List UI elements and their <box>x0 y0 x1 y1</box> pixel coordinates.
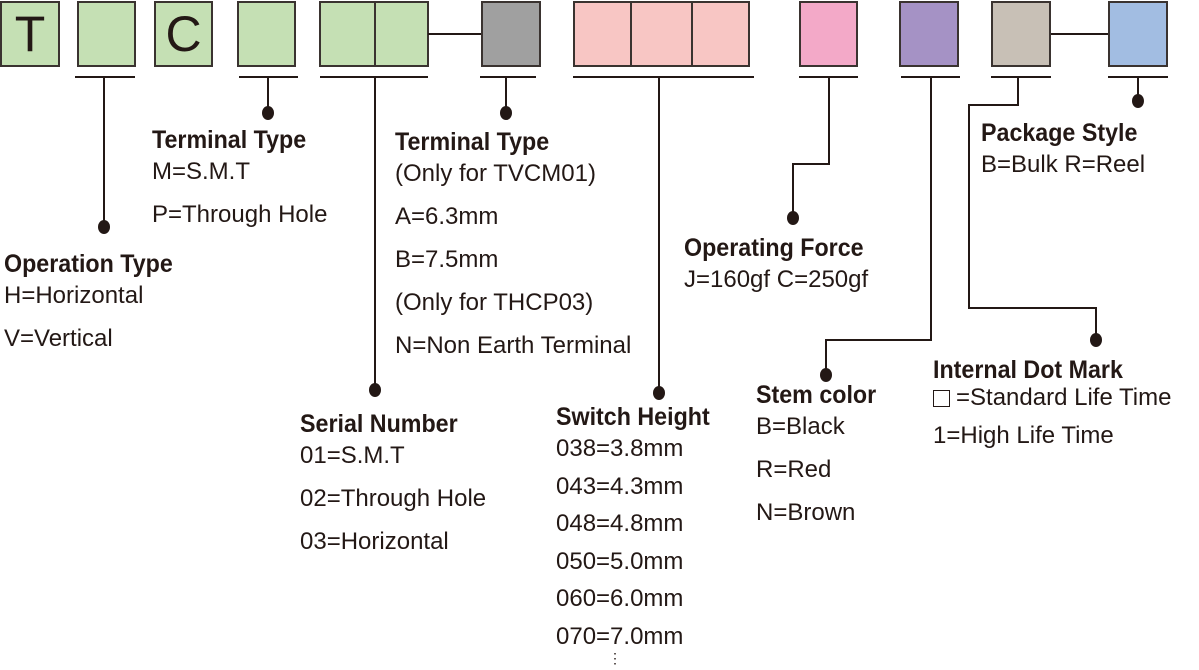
legend-title: Operation Type <box>4 250 173 278</box>
legend-line: N=Non Earth Terminal <box>395 332 632 359</box>
code-box-14 <box>1108 1 1168 67</box>
code-box-1: T <box>0 1 60 67</box>
legend-line: 050=5.0mm <box>556 547 684 575</box>
legend-title: Terminal Type <box>395 128 550 156</box>
code-box-7 <box>481 1 541 67</box>
serial-number-legend: Serial Number 01=S.M.T 02=Through Hole 0… <box>300 410 486 563</box>
legend-line: B=Black <box>756 413 845 440</box>
internal-dot-mark-legend: Internal Dot Mark =Standard Life Time 1=… <box>933 356 1171 454</box>
switch-height-legend: Switch Height 038=3.8mm 043=4.3mm 048=4.… <box>556 403 721 665</box>
legend-line-text: =Standard Life Time <box>956 384 1172 411</box>
legend-line: (Only for THCP03) <box>395 289 594 316</box>
code-box-11 <box>799 1 858 67</box>
blank-square-icon <box>933 390 950 407</box>
legend-line: P=Through Hole <box>152 201 328 228</box>
code-box-9 <box>629 1 694 67</box>
legend-line: B=7.5mm <box>395 246 499 273</box>
legend-line: 060=6.0mm <box>556 585 684 612</box>
legend-title: Stem color <box>756 381 877 409</box>
legend-line: (Only for TVCM01) <box>395 160 596 187</box>
legend-line: N=Brown <box>756 499 856 526</box>
code-box-13 <box>991 1 1051 67</box>
legend-line: V=Vertical <box>4 325 113 352</box>
legend-title: Package Style <box>981 119 1138 147</box>
code-box-6 <box>373 1 429 67</box>
legend-title: Internal Dot Mark <box>933 356 1123 384</box>
legend-line: 038=3.8mm <box>556 435 684 462</box>
code-box-5 <box>319 1 376 67</box>
legend-line: 02=Through Hole <box>300 485 487 512</box>
code-box-2 <box>77 1 136 67</box>
legend-line: B=Bulk R=Reel <box>981 151 1146 178</box>
package-style-legend: Package Style B=Bulk R=Reel <box>981 119 1149 186</box>
terminal-type-legend: Terminal Type M=S.M.T P=Through Hole <box>152 126 327 236</box>
legend-title: Terminal Type <box>152 126 307 154</box>
legend-title: Serial Number <box>300 410 458 438</box>
legend-title: Switch Height <box>556 403 710 431</box>
stem-color-legend: Stem color B=Black R=Red N=Brown <box>756 381 885 534</box>
legend-line: R=Red <box>756 456 832 483</box>
legend-line: 01=S.M.T <box>300 442 405 469</box>
more-ellipsis: ⋮ <box>608 650 622 666</box>
legend-line: M=S.M.T <box>152 158 251 185</box>
code-box-3: C <box>154 1 213 67</box>
legend-title: Operating Force <box>684 234 864 262</box>
operating-force-legend: Operating Force J=160gf C=250gf <box>684 234 877 301</box>
legend-line: 1=High Life Time <box>933 422 1114 449</box>
legend-line: A=6.3mm <box>395 203 499 230</box>
legend-line: 043=4.3mm <box>556 472 684 500</box>
code-box-12 <box>899 1 959 67</box>
operation-type-legend: Operation Type H=Horizontal V=Vertical <box>4 250 186 360</box>
legend-line: 03=Horizontal <box>300 528 449 555</box>
terminal-type-2-legend: Terminal Type (Only for TVCM01) A=6.3mm … <box>395 128 631 367</box>
legend-line: 048=4.8mm <box>556 510 684 537</box>
legend-line: 070=7.0mm <box>556 622 684 650</box>
code-box-4 <box>237 1 296 67</box>
legend-line: J=160gf C=250gf <box>684 266 869 293</box>
legend-line: =Standard Life Time <box>933 378 1171 418</box>
legend-line: H=Horizontal <box>4 282 144 309</box>
code-box-8 <box>573 1 632 67</box>
code-box-10 <box>691 1 750 67</box>
